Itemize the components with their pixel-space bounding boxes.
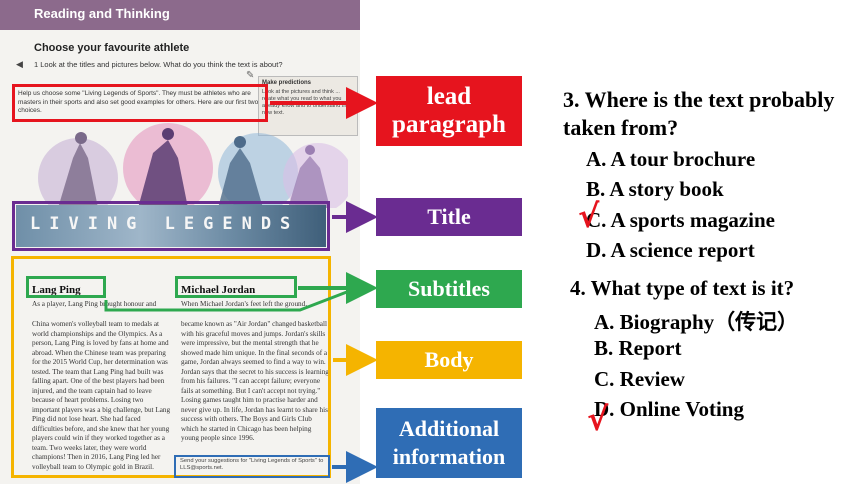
question-4: 4. What type of text is it? — [570, 276, 795, 300]
speaker-icon: ◀ — [16, 59, 23, 69]
subtitles-label: Subtitles — [376, 270, 522, 308]
section-title: Choose your favourite athlete — [34, 42, 190, 54]
q4-option-d: D. Online Voting — [594, 397, 744, 421]
question-3: 3. Where is the text probably taken from… — [563, 87, 835, 140]
title-highlight-box — [12, 201, 330, 251]
suggestions-note: Send your suggestions for "Living Legend… — [180, 458, 324, 471]
athlete-silhouettes-image — [38, 123, 348, 208]
title-label: Title — [376, 198, 522, 236]
q3-option-b: B. A story book — [586, 177, 724, 201]
michael-jordan-body: became known as "Air Jordan" changed bas… — [181, 320, 329, 442]
legends-title-text: LIVING LEGENDS — [30, 214, 300, 234]
body-label: Body — [376, 341, 522, 379]
textbook-page: Reading and Thinking Choose your favouri… — [0, 0, 360, 484]
info-highlight-box — [174, 455, 330, 478]
instruction-text: 1 Look at the titles and pictures below.… — [34, 60, 283, 69]
body-highlight-box — [11, 256, 331, 478]
q4-option-c: C. Review — [594, 367, 685, 391]
predictions-box — [258, 76, 358, 136]
q4-option-b: B. Report — [594, 336, 682, 360]
q3-option-c: C. A sports magazine — [586, 208, 775, 232]
subtitle-highlight-box-michael-jordan — [175, 276, 297, 298]
lead-paragraph-text: Help us choose some "Living Legends of S… — [18, 90, 259, 114]
lang-ping-first-line: As a player, Lang Ping brought honour an… — [32, 300, 157, 308]
title-banner — [16, 205, 326, 247]
lang-ping-heading: Lang Ping — [32, 284, 81, 296]
q4-option-a: A. Biography（传记） — [594, 310, 799, 334]
q3-option-d: D. A science report — [586, 238, 755, 262]
predictions-text: Look at the pictures and think ... relat… — [262, 89, 350, 116]
pencil-icon: ✎ — [246, 70, 255, 81]
check-mark-icon: √ — [578, 197, 600, 235]
check-mark-icon: √ — [587, 400, 609, 438]
additional-information-label: Additional information — [376, 408, 522, 478]
predictions-title: Make predictions — [262, 80, 312, 86]
banner-text: Reading and Thinking — [34, 6, 170, 21]
q3-option-a: A. A tour brochure — [586, 147, 756, 171]
lead-highlight-box — [12, 84, 268, 122]
section-banner — [0, 0, 360, 30]
lead-paragraph-label: lead paragraph — [376, 76, 522, 146]
subtitle-highlight-box-lang-ping — [26, 276, 106, 298]
lang-ping-body: China women's volleyball team to medals … — [32, 320, 171, 471]
